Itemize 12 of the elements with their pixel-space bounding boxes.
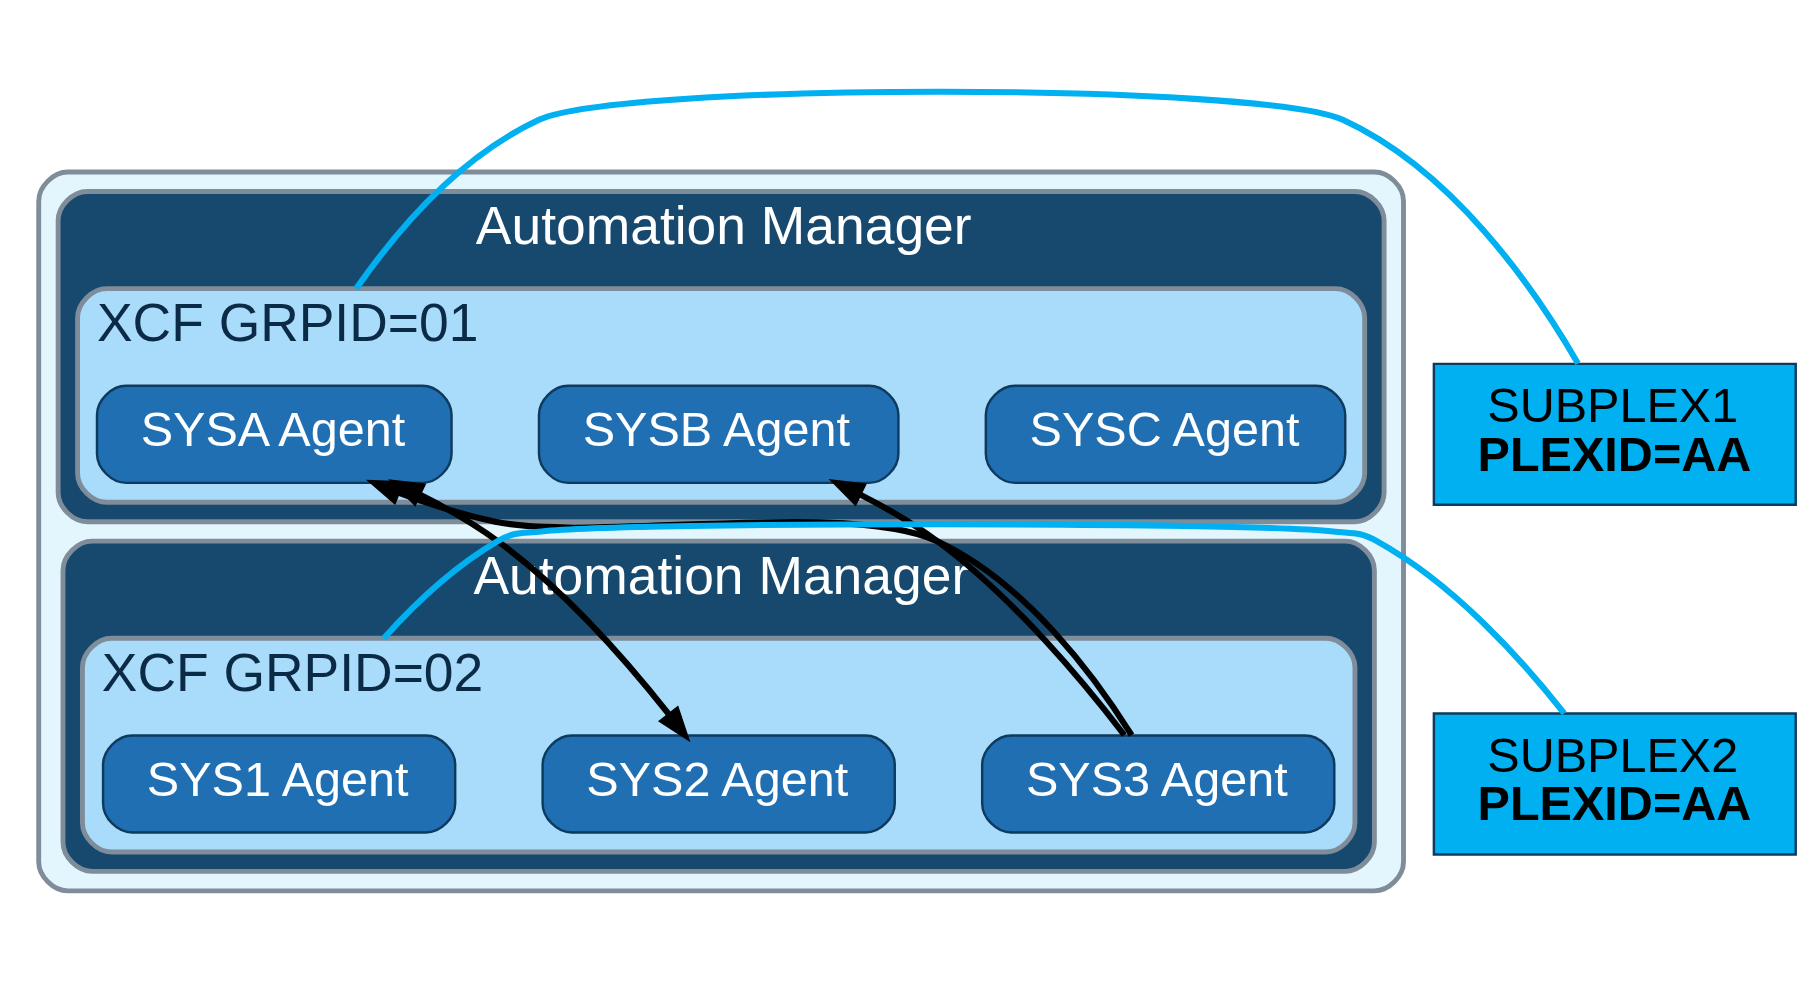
node-box: SYSC Agent xyxy=(984,384,1346,484)
connector xyxy=(353,88,1581,365)
node-box: SYS2 Agent xyxy=(540,733,896,834)
node-box: SYS1 Agent xyxy=(101,733,456,834)
node-box: SUBPLEX1 PLEXID=AA xyxy=(1432,362,1797,506)
arrow xyxy=(828,478,1127,737)
node-box: SUBPLEX2 PLEXID=AA xyxy=(1432,711,1797,856)
node-box: SYS3 Agent xyxy=(980,733,1336,834)
connector xyxy=(381,520,1567,715)
node-box: SYSB Agent xyxy=(537,384,900,484)
node-box: SYSA Agent xyxy=(95,384,453,484)
cluster xyxy=(35,169,1406,893)
